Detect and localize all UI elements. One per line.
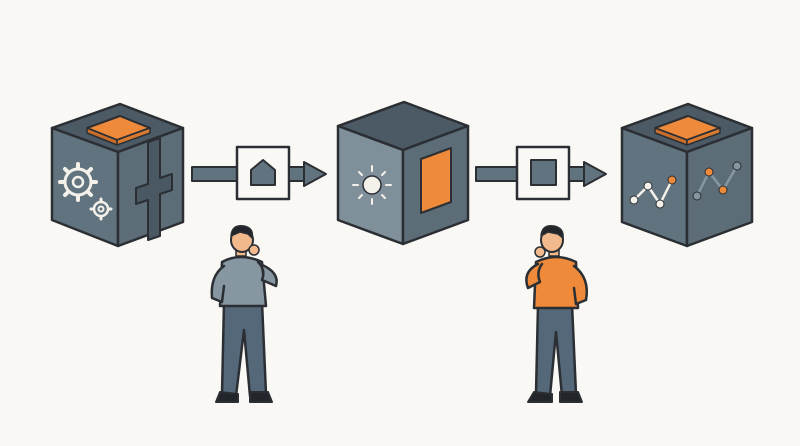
gear-icon (58, 162, 98, 202)
cube-processor (336, 100, 470, 246)
person-thinking-blue (210, 224, 278, 403)
connector-2 (475, 145, 607, 201)
arrow-right-icon (583, 161, 607, 187)
cube2-orange-panel (420, 147, 452, 214)
connector-1 (191, 145, 327, 201)
house-icon (250, 159, 276, 186)
person-thinking-orange (525, 224, 588, 403)
sun-icon (352, 165, 392, 205)
arrow-right-icon (303, 161, 327, 187)
circuit-icon (135, 137, 173, 241)
cube-input-machine (50, 102, 185, 248)
square-icon (530, 159, 557, 186)
connector2-bar-right (568, 166, 586, 182)
line-chart-icon (629, 175, 677, 209)
cube-output-analytics (620, 102, 754, 248)
gear-icon (89, 197, 113, 221)
connector2-bar-left (475, 166, 519, 182)
line-chart-icon (692, 161, 742, 201)
connector1-bar-left (191, 166, 239, 182)
connector1-bar-right (288, 166, 306, 182)
